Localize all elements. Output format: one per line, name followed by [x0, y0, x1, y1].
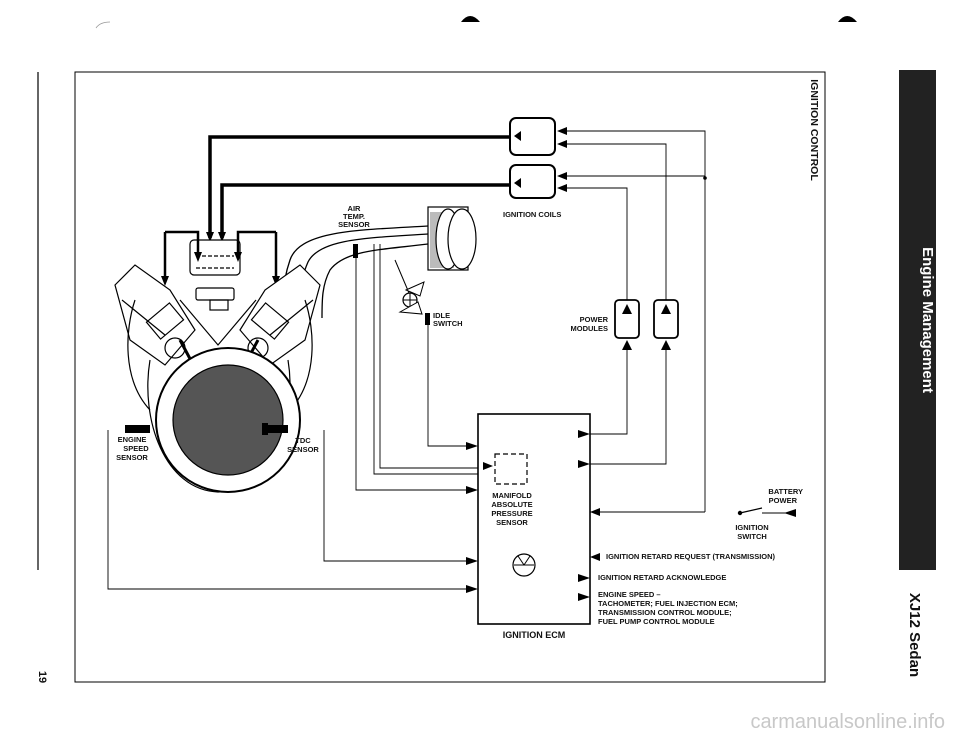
engine-speed-sensor: [125, 425, 150, 433]
svg-text:FUEL PUMP CONTROL MODULE: FUEL PUMP CONTROL MODULE: [598, 617, 715, 626]
scan-mark: [95, 21, 111, 29]
page-number: 19: [36, 671, 48, 683]
coil-feed-wires: [567, 130, 706, 300]
svg-text:IGNITION: IGNITION: [735, 523, 768, 532]
engine-sensor-wires: [107, 430, 466, 590]
ignition-coils-label: IGNITION COILS: [503, 210, 561, 219]
punch-mark: [461, 16, 480, 22]
svg-text:MODULES: MODULES: [571, 324, 609, 333]
svg-text:SENSOR: SENSOR: [116, 453, 148, 462]
ecm-ground-symbol: [512, 553, 536, 577]
engine-illustration: [114, 230, 321, 493]
section-title: IGNITION CONTROL: [808, 79, 820, 181]
svg-text:TRANSMISSION CONTROL MODULE;: TRANSMISSION CONTROL MODULE;: [598, 608, 732, 617]
svg-text:SENSOR: SENSOR: [287, 445, 319, 454]
engine-speed-label: ENGINE SPEED SENSOR: [116, 435, 149, 462]
ecm-title: IGNITION ECM: [503, 630, 566, 640]
air-temp-label: AIR TEMP. SENSOR: [338, 204, 370, 229]
model-name: XJ12 Sedan: [906, 593, 923, 677]
tdc-sensor: [262, 423, 268, 435]
power-module-1: [614, 299, 640, 350]
svg-text:SENSOR: SENSOR: [496, 518, 528, 527]
retard-request-arrow: [590, 553, 600, 561]
svg-text:MANIFOLD: MANIFOLD: [492, 491, 532, 500]
svg-text:SPEED: SPEED: [123, 444, 149, 453]
svg-text:TEMP.: TEMP.: [343, 212, 365, 221]
retard-request-label: IGNITION RETARD REQUEST (TRANSMISSION): [606, 552, 776, 561]
punch-mark: [838, 16, 857, 22]
svg-text:AIR: AIR: [348, 204, 362, 213]
flywheel: [172, 364, 284, 476]
svg-text:IDLE: IDLE: [433, 311, 450, 320]
svg-text:SWITCH: SWITCH: [433, 319, 463, 328]
page-frame: [74, 71, 826, 683]
svg-text:BATTERY: BATTERY: [768, 487, 803, 496]
power-module-2: [653, 299, 679, 350]
svg-text:ENGINE SPEED –: ENGINE SPEED –: [598, 590, 661, 599]
tdc-label: TDC SENSOR: [287, 436, 319, 454]
watermark: carmanualsonline.info: [750, 711, 945, 733]
tdc-sensor-body: [268, 425, 288, 433]
ignition-coil-upper: [509, 117, 567, 156]
ignition-switch-label: IGNITION SWITCH: [735, 523, 768, 541]
ignition-coil-lower: [509, 164, 567, 199]
svg-text:SWITCH: SWITCH: [737, 532, 767, 541]
retard-ack-arrow: [578, 574, 590, 582]
sensor-wires: [355, 244, 478, 491]
svg-text:TACHOMETER; FUEL INJECTION ECM: TACHOMETER; FUEL INJECTION ECM;: [598, 599, 738, 608]
ht-leads: [208, 135, 510, 238]
svg-text:ENGINE: ENGINE: [118, 435, 147, 444]
air-temp-sensor: [353, 244, 358, 258]
air-intake: [282, 206, 477, 319]
retard-ack-label: IGNITION RETARD ACKNOWLEDGE: [598, 573, 726, 582]
module-wires: [590, 350, 667, 465]
svg-text:SENSOR: SENSOR: [338, 220, 370, 229]
ignition-ecm-box: [477, 413, 591, 625]
map-sensor-box: [494, 453, 528, 485]
map-sensor-label: MANIFOLD ABSOLUTE PRESSURE SENSOR: [491, 491, 532, 527]
battery-power-label: BATTERY POWER: [768, 487, 803, 505]
svg-text:ABSOLUTE: ABSOLUTE: [491, 500, 532, 509]
svg-text:TDC: TDC: [295, 436, 311, 445]
ignition-switch: [737, 507, 796, 517]
idle-switch: [425, 313, 430, 325]
svg-text:POWER: POWER: [769, 496, 798, 505]
throttle-butterfly: [394, 259, 425, 315]
engine-speed-out-label: ENGINE SPEED – TACHOMETER; FUEL INJECTIO…: [598, 590, 738, 626]
svg-text:POWER: POWER: [580, 315, 609, 324]
svg-text:PRESSURE: PRESSURE: [491, 509, 532, 518]
engine-speed-arrow: [578, 593, 590, 601]
idle-switch-label: IDLE SWITCH: [433, 311, 463, 328]
side-tab: [899, 70, 936, 570]
side-tab-title: Engine Management: [919, 247, 936, 393]
power-modules-label: POWER MODULES: [571, 315, 609, 333]
